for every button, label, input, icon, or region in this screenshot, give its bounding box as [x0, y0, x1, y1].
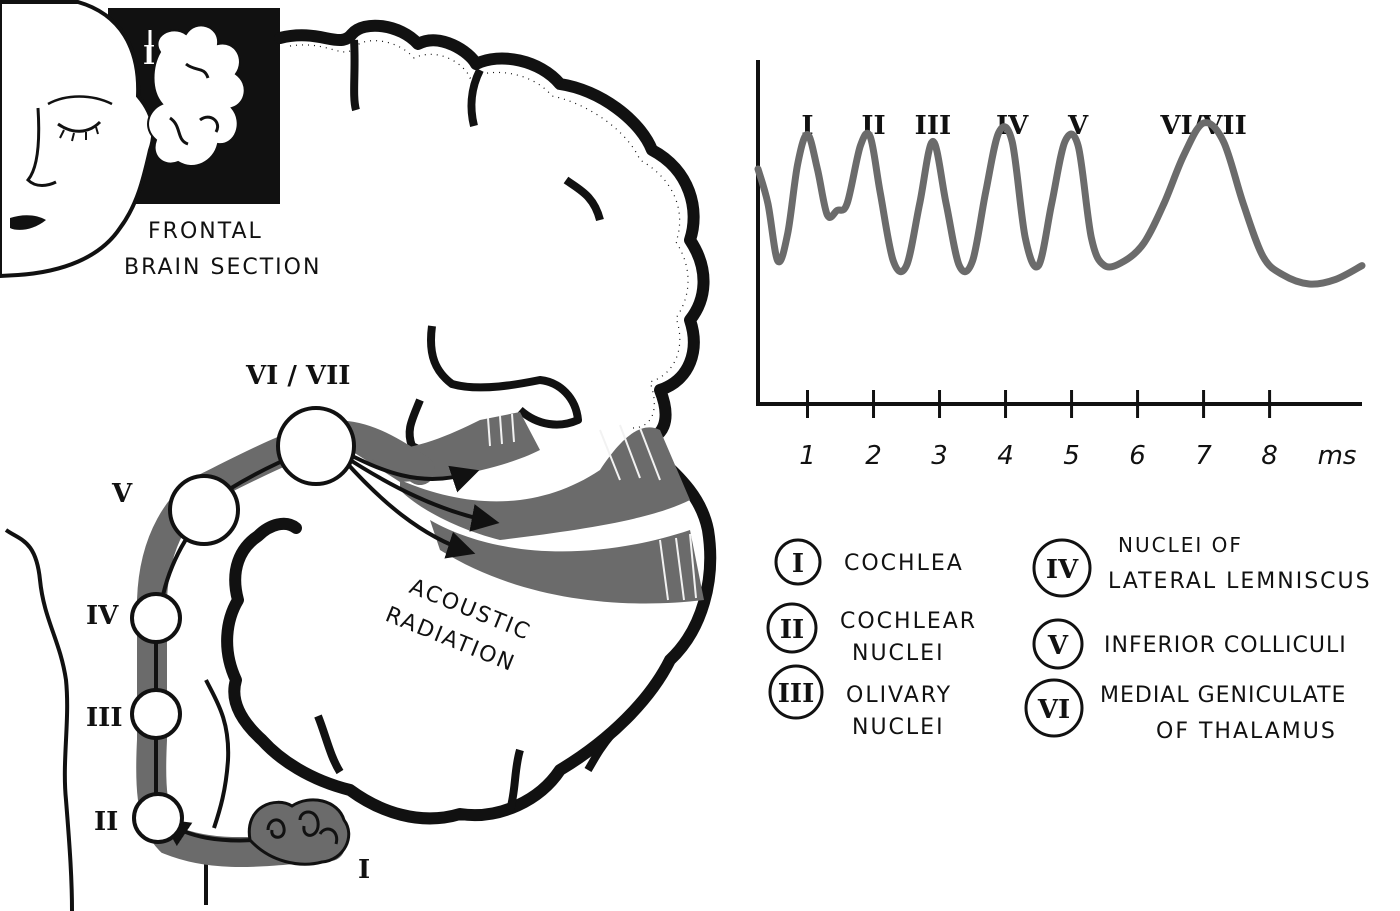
brainstem-left-edge — [4, 528, 74, 911]
legend-numeral-VI: VI — [1037, 695, 1070, 725]
brain-cortex — [221, 19, 717, 825]
cochlea-label: I — [358, 855, 370, 885]
inset-head-profile — [0, 0, 156, 279]
legend-badge-I — [774, 538, 822, 586]
chart-x-tick-label: 8 — [1261, 441, 1278, 471]
legend-text-cochlear: COCHLEAR — [840, 609, 977, 634]
station-label-V: V — [111, 479, 133, 509]
inset-eyelashes — [59, 126, 99, 142]
legend-item-medial-geniculate: VI MEDIAL GENICULATE OF THALAMUS — [1024, 678, 1346, 744]
radiation-striations — [487, 413, 697, 601]
radiation-band-lower — [430, 520, 704, 604]
legend-text-lateral-lemniscus: LATERAL LEMNISCUS — [1108, 569, 1372, 594]
legend-item-cochlear-nuclei: II COCHLEAR NUCLEI — [766, 602, 977, 666]
legend-text-olivary-nuclei: NUCLEI — [852, 715, 945, 740]
legend-item-inferior-colliculi: V INFERIOR COLLICULI — [1032, 618, 1347, 670]
station-node-VI-VII — [276, 406, 356, 486]
legend-numeral-V: V — [1047, 631, 1069, 661]
cochlea-icon — [247, 798, 351, 866]
chart-x-tick-label: 1 — [799, 441, 816, 471]
inset-section-mark: I — [143, 41, 155, 71]
legend-badge-III — [768, 664, 824, 720]
legend-text-inferior-colliculi: INFERIOR COLLICULI — [1104, 633, 1347, 658]
lower-sulcus-3 — [584, 731, 616, 773]
sylvian-fissure — [427, 325, 582, 429]
station-node-V — [168, 474, 240, 546]
inset-caption-line2: BRAIN SECTION — [124, 255, 321, 280]
sulcus-1 — [350, 39, 360, 112]
chart-x-tick-label: 7 — [1195, 441, 1212, 471]
legend-badge-II — [766, 602, 818, 654]
sulcus-2 — [467, 68, 484, 127]
chart-x-tick-label: 6 — [1129, 441, 1146, 471]
chart-x-tick-label: 5 — [1063, 441, 1080, 471]
chart-x-tick-label: 4 — [997, 441, 1014, 471]
legend-item-olivary-nuclei: III OLIVARY NUCLEI — [768, 664, 952, 740]
legend-badge-VI — [1024, 678, 1084, 738]
sulcus-3 — [563, 176, 604, 222]
chart-x-tick-label: 2 — [865, 441, 882, 471]
station-node-IV — [130, 592, 182, 644]
legend-badge-V — [1032, 618, 1084, 670]
station-label-VI-VII: VI / VII — [245, 361, 350, 391]
inset-mouth — [10, 215, 46, 230]
inset-caption-line1: FRONTAL — [148, 219, 263, 244]
frontal-section-inset: I FRONTAL BRAIN SECTION — [0, 0, 321, 280]
inset-nose — [25, 107, 57, 187]
chart-series-line — [754, 119, 1366, 288]
legend-numeral-IV: IV — [1046, 555, 1079, 585]
legend-badge-IV — [1032, 538, 1092, 598]
station-label-III: III — [86, 703, 123, 733]
ascending-pathway: II III IV V VI / VII I — [86, 361, 500, 885]
legend-text-cochlear-nuclei: NUCLEI — [852, 641, 945, 666]
lower-sulcus-2 — [506, 748, 524, 812]
chart-peak-label: III — [915, 111, 952, 141]
legend-text-cochlea: COCHLEA — [844, 551, 964, 576]
inset-brain-fold-1 — [185, 62, 210, 79]
legend-numeral-II: II — [780, 615, 804, 645]
legend-text-nuclei-of: NUCLEI OF — [1118, 533, 1243, 557]
legend-numeral-I: I — [792, 549, 804, 579]
legend-item-cochlea: I COCHLEA — [774, 538, 964, 586]
legend: I COCHLEA II COCHLEAR NUCLEI III OLIVARY… — [766, 533, 1372, 744]
station-label-II: II — [94, 807, 118, 837]
legend-text-medial-geniculate: MEDIAL GENICULATE — [1100, 683, 1346, 708]
inset-brain-cutout — [147, 24, 246, 167]
cortex-inner-fringe — [289, 40, 689, 429]
legend-text-olivary: OLIVARY — [846, 683, 952, 708]
station-node-II — [132, 792, 184, 844]
legend-numeral-III: III — [778, 679, 815, 709]
chart-x-unit: ms — [1318, 441, 1357, 471]
inset-brow — [47, 95, 113, 106]
station-label-IV: IV — [86, 601, 119, 631]
cortex-outer-outline — [221, 19, 717, 825]
inset-closed-eye-icon — [57, 120, 102, 133]
inset-brain-fold-3 — [169, 116, 189, 146]
legend-text-of-thalamus: OF THALAMUS — [1156, 719, 1337, 744]
lower-sulcus-1 — [314, 714, 344, 775]
pathway-arrow-to-cortex-2 — [342, 454, 500, 532]
inset-brain-fold-2 — [199, 115, 219, 133]
station-node-III — [130, 688, 182, 740]
pathway-arrow-to-cortex-3 — [342, 458, 476, 559]
chart-x-tick-label: 3 — [931, 441, 948, 471]
legend-item-lateral-lemniscus: IV NUCLEI OF LATERAL LEMNISCUS — [1032, 533, 1372, 598]
brainstem-inner-edge — [204, 679, 231, 829]
